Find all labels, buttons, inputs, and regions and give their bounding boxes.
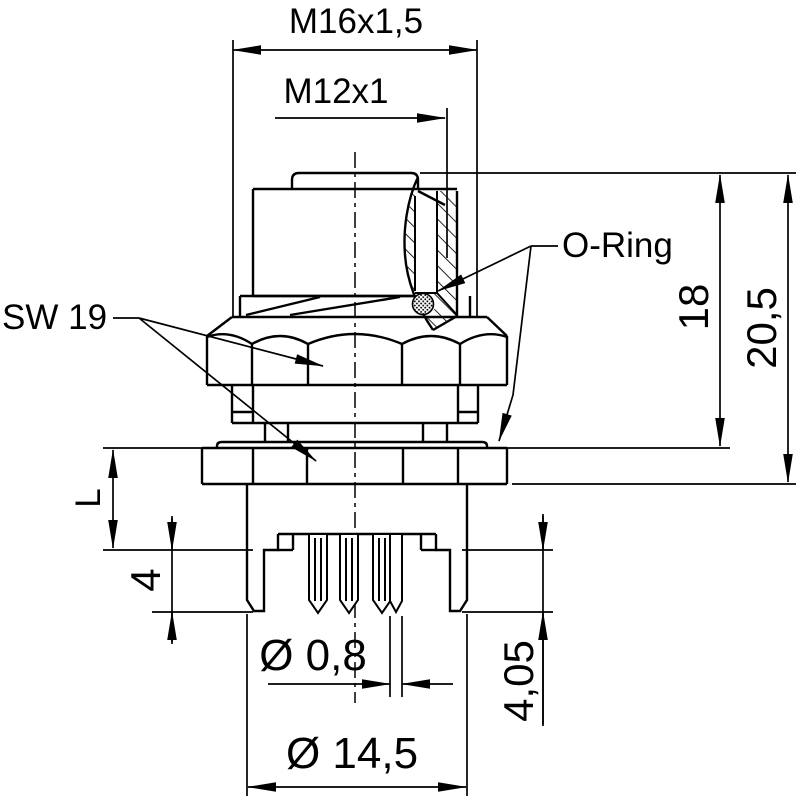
dim-m12: M12x1 <box>275 72 448 258</box>
section-view <box>403 176 459 332</box>
dim-4: 4 <box>122 516 253 644</box>
dim-label-20-5: 20,5 <box>738 287 785 369</box>
dim-label-m16: M16x1,5 <box>289 2 423 41</box>
dim-label-dia-0-8: Ø 0,8 <box>259 631 367 680</box>
dim-4-05: 4,05 <box>462 514 553 726</box>
measured-pin <box>389 533 403 615</box>
dim-label-4: 4 <box>122 568 169 591</box>
hex-nut <box>205 332 509 387</box>
label-o-ring: O-Ring <box>562 226 673 265</box>
dim-label-4-05: 4,05 <box>495 640 542 722</box>
connector-outline <box>206 171 508 337</box>
dim-label-l: L <box>69 488 108 507</box>
dim-20-5: 20,5 <box>512 174 796 485</box>
label-o-ring-group: O-Ring <box>437 226 673 442</box>
dim-m16: M16x1,5 <box>232 2 478 317</box>
o-ring-cross-section <box>411 292 435 316</box>
dim-dia-0-8: Ø 0,8 <box>259 616 453 697</box>
flange-washer <box>215 440 489 448</box>
label-sw19-group: SW 19 <box>2 298 324 462</box>
label-sw19: SW 19 <box>2 298 107 337</box>
mounting-thread-m16 <box>215 385 489 448</box>
dim-label-dia-14-5: Ø 14,5 <box>286 729 418 778</box>
dim-l: L <box>69 449 253 551</box>
dim-label-18: 18 <box>670 284 717 331</box>
mating-face-cap <box>290 171 420 189</box>
solder-pins <box>308 533 403 615</box>
dim-label-m12: M12x1 <box>283 72 388 111</box>
dim-dia-14-5: Ø 14,5 <box>246 614 468 796</box>
dim-18: 18 <box>420 172 796 447</box>
